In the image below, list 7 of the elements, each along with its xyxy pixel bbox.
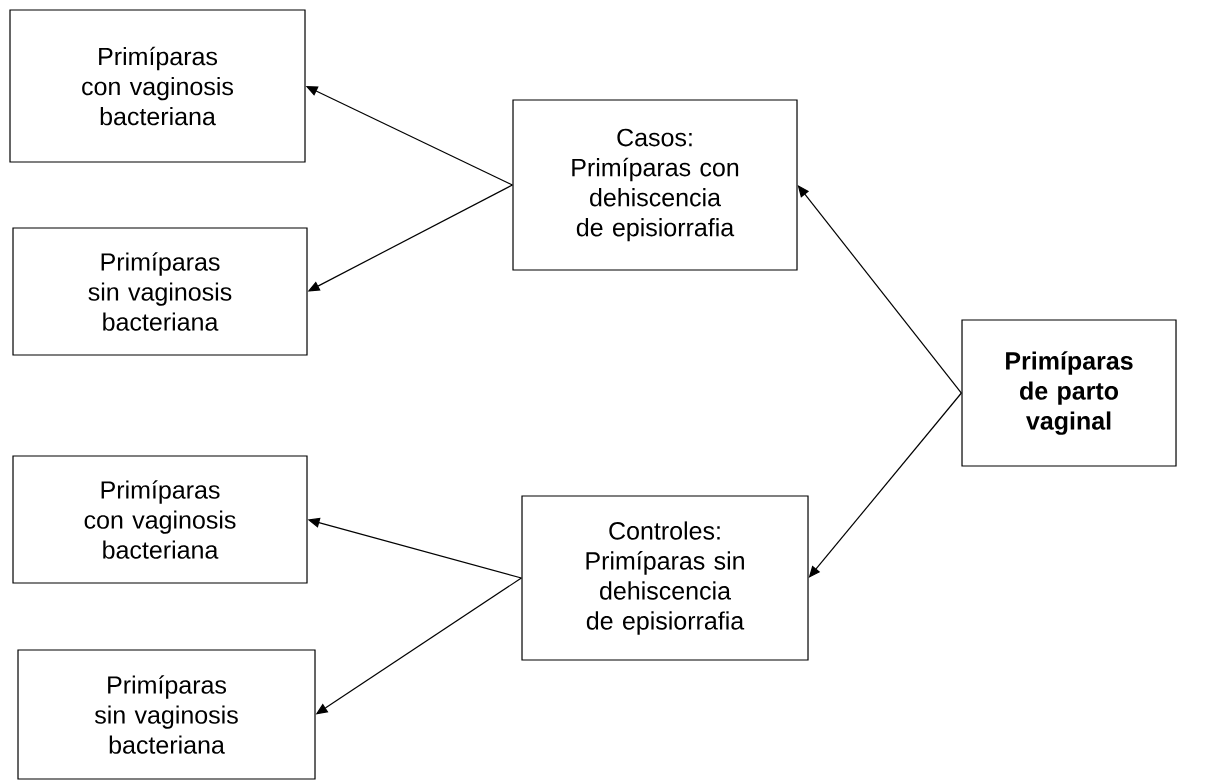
process-box: Controles: Primíparas sin dehiscencia de episiorrafia [521, 495, 809, 661]
process-box: Primíparas con vaginosis bacteriana [12, 455, 308, 584]
process-box: Primíparas sin vaginosis bacteriana [17, 649, 316, 780]
process-box: Casos: Primíparas con dehiscencia de episiorrafia [512, 99, 798, 271]
process-box: Primíparas sin vaginosis bacteriana [12, 227, 308, 356]
process-box: Primíparas con vaginosis bacteriana [9, 9, 306, 163]
process-box: Primíparas de parto vaginal [961, 319, 1177, 467]
